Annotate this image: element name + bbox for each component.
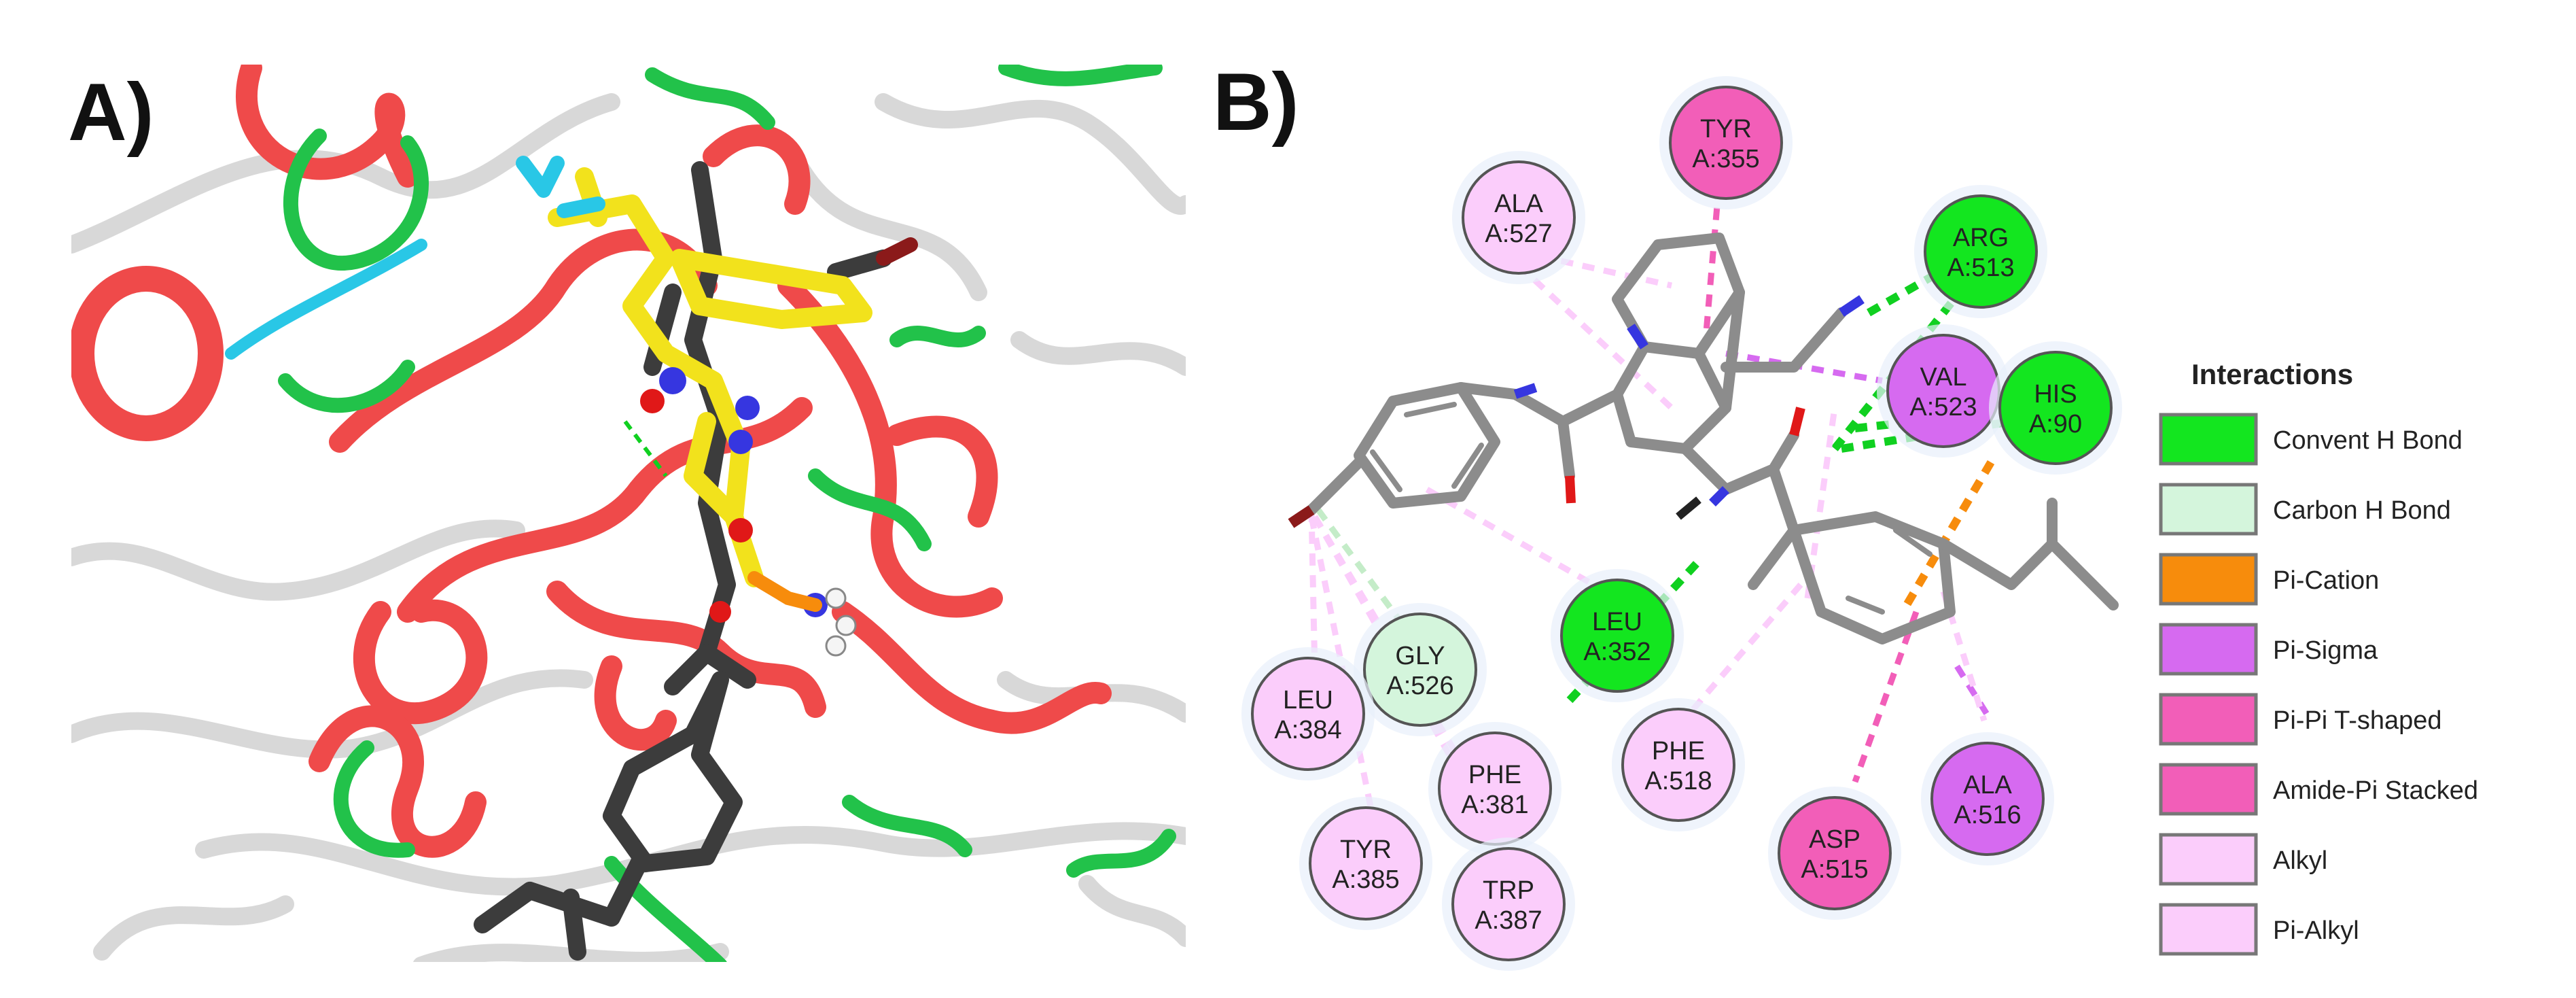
residue-name: GLY [1395,642,1445,670]
legend-swatch [2159,623,2258,676]
residue-name: TYR [1700,115,1752,143]
residue-id: A:518 [1644,767,1712,795]
residue-id: A:515 [1801,855,1868,884]
residue-id: A:381 [1461,791,1528,819]
legend-swatch [2159,483,2258,536]
residue-name: ARG [1953,224,2009,252]
cyan-turn-ribbon [225,239,427,360]
legend-swatch [2159,833,2258,886]
legend-label: Convent H Bond [2273,426,2463,455]
residue-id: A:90 [2029,410,2082,438]
residue-id: A:352 [1583,638,1651,666]
legend-label: Pi-Cation [2273,566,2379,595]
residue-id: A:385 [1332,865,1399,894]
legend-swatch [2159,693,2258,746]
ligand-atoms [516,156,918,657]
residue-id: A:387 [1475,906,1542,935]
residue-name: PHE [1652,737,1705,765]
residue-id: A:523 [1909,393,1977,421]
helix-ribbons [71,65,1112,858]
ligand-yellow [548,167,872,587]
residue-circle [1462,160,1576,275]
legend-item: Amide-Pi Stacked [2159,763,2478,816]
residue-circle [1451,847,1566,961]
residue-circle [1998,351,2113,465]
residue-id: A:516 [1954,801,2021,829]
protein-ribbons [71,65,1186,962]
residue-name: LEU [1283,686,1333,715]
legend-swatch [2159,553,2258,606]
legend-item: Pi-Cation [2159,553,2379,606]
legend-item: Pi-Pi T-shaped [2159,693,2442,746]
coil-ribbons [71,93,1186,962]
ligand-skeleton [1306,233,2119,644]
residue-id: A:526 [1386,672,1453,700]
legend-swatch [2159,413,2258,466]
residue-circle [1621,708,1735,822]
legend-label: Carbon H Bond [2273,496,2451,525]
panel-label-a: A) [68,67,154,158]
residue-id: A:384 [1274,716,1341,744]
legend-label: Pi-Alkyl [2273,916,2359,945]
residue-name: VAL [1920,363,1966,392]
residue-circle [1309,806,1423,920]
residue-circle [1930,742,2045,856]
residue-id: A:527 [1485,220,1552,248]
residue-name: ALA [1494,190,1543,218]
legend-item: Pi-Alkyl [2159,903,2359,956]
legend-label: Pi-Sigma [2273,636,2378,665]
ligand-heteroatoms [1288,295,1865,528]
residue-id: A:513 [1947,254,2014,282]
residue-name: LEU [1592,608,1642,636]
legend-swatch [2159,903,2258,956]
residue-circle [1669,86,1783,200]
residue-name: HIS [2034,380,2077,409]
residue-name: TRP [1483,876,1534,905]
legend-label: Amide-Pi Stacked [2273,776,2478,805]
legend-item: Convent H Bond [2159,413,2463,466]
legend-item: Carbon H Bond [2159,483,2451,536]
residue-name: TYR [1340,836,1392,864]
residue-circle [1778,796,1892,910]
legend-label: Alkyl [2273,846,2327,875]
legend-title: Interactions [2191,358,2353,390]
legend-swatch [2159,763,2258,816]
residue-circle [1363,613,1477,727]
residue-id: A:355 [1692,145,1759,173]
residue-circle [1251,657,1365,771]
panel-label-b: B) [1213,56,1299,148]
residue-name: ALA [1963,771,2012,799]
legend-label: Pi-Pi T-shaped [2273,706,2442,735]
residue-circle [1560,579,1674,693]
residue-circle [1924,194,2038,309]
legend-item: Alkyl [2159,833,2327,886]
residue-name: ASP [1809,825,1860,854]
legend-item: Pi-Sigma [2159,623,2378,676]
residue-name: PHE [1468,761,1521,789]
